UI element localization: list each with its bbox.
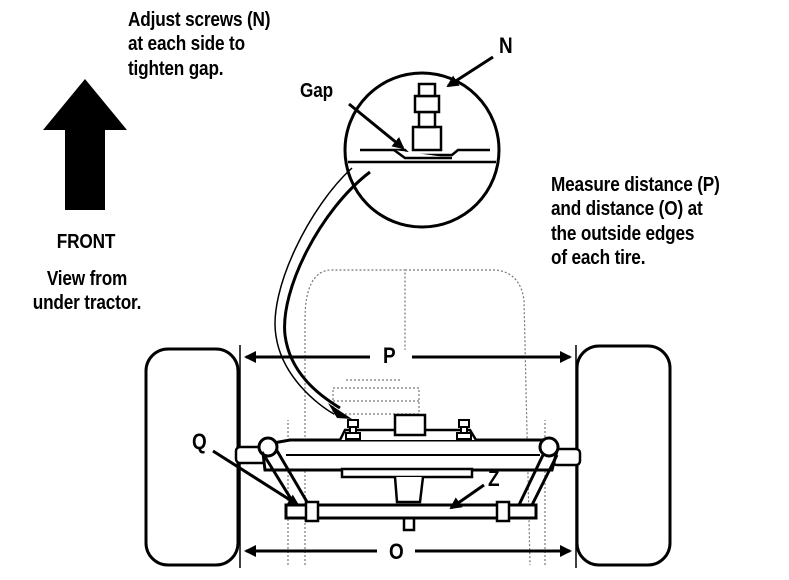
view-from-under-note: View from under tractor.: [32, 268, 142, 315]
right-steering-arm: [516, 454, 559, 508]
tie-rod: [284, 503, 538, 520]
right-tire: [575, 344, 672, 567]
front-axle-beam: [260, 413, 560, 472]
measure-distance-note: Measure distance (P) and distance (O) at…: [551, 174, 720, 270]
tie-rod-end-left: [304, 500, 320, 523]
callout-label-q: Q: [192, 429, 207, 454]
front-label: FRONT: [56, 231, 116, 253]
detail-pointer-curve: [283, 170, 371, 410]
axle-lower-bracket: [340, 467, 474, 532]
left-spindle: [257, 436, 279, 458]
callout-arrow-q: [212, 449, 300, 507]
up-arrow-icon: [43, 79, 127, 210]
callout-arrow-z: [449, 483, 485, 510]
tie-rod-end-right: [495, 500, 511, 523]
dimension-label-o: O: [389, 539, 404, 564]
adjust-screw-left: [345, 419, 361, 440]
callout-arrow-gap: [348, 102, 405, 150]
dimension-label-p: P: [383, 343, 396, 368]
right-spindle: [538, 436, 560, 458]
callout-arrow-n: [446, 55, 494, 88]
detail-pointer-curve-inner: [274, 167, 353, 415]
callout-label-z: Z: [488, 466, 500, 491]
detail-magnifier: [343, 71, 501, 229]
callout-label-gap: Gap: [300, 80, 333, 102]
adjust-screws-note: Adjust screws (N) at each side to tighte…: [128, 9, 271, 80]
detail-pointer-head: [328, 403, 352, 419]
adjust-screw-right: [456, 419, 472, 440]
callout-label-n: N: [499, 33, 513, 58]
